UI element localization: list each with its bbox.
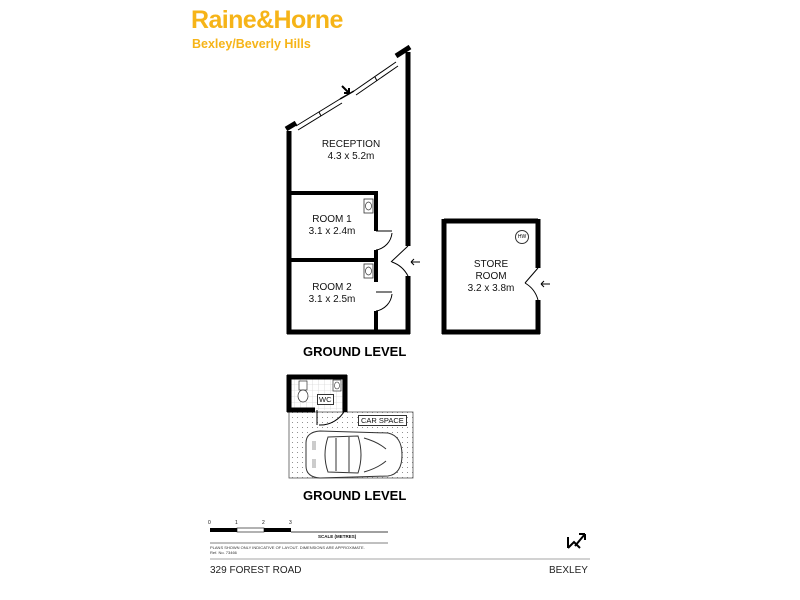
entry-arrow-icon — [341, 85, 350, 94]
room2-label: ROOM 2 3.1 x 2.5m — [296, 282, 368, 306]
wc-walls — [286, 374, 348, 413]
room2-name: ROOM 2 — [312, 282, 352, 293]
room1-name: ROOM 1 — [312, 214, 352, 225]
scale-tick-3: 3 — [289, 520, 292, 526]
basin-icon-1 — [363, 198, 374, 214]
entry-arrow-icon-store — [540, 280, 550, 288]
scale-bar — [210, 527, 388, 544]
store-name-line2: ROOM — [475, 271, 507, 282]
reception-label: RECEPTION 4.3 x 5.2m — [310, 139, 392, 163]
wc-basin-icon — [332, 379, 342, 392]
store-name-line1: STORE — [473, 259, 509, 270]
scale-tick-1: 1 — [235, 520, 238, 526]
disclaimer-line1: PLANS SHOWN ONLY INDICATIVE OF LAYOUT. D… — [210, 545, 365, 550]
north-arrow-icon — [567, 533, 586, 549]
toilet-icon — [297, 380, 309, 403]
reception-size: 4.3 x 5.2m — [327, 151, 375, 162]
room1-label: ROOM 1 3.1 x 2.4m — [296, 214, 368, 238]
level-title-lower: GROUND LEVEL — [303, 488, 407, 503]
store-room-door — [524, 267, 539, 301]
footer-address: 329 FOREST ROAD — [210, 565, 302, 576]
car-icon — [305, 430, 403, 479]
room1-size: 3.1 x 2.4m — [308, 226, 356, 237]
disclaimer-line2: Ref. No. 73466 — [210, 550, 237, 555]
main-entry-door — [390, 245, 409, 277]
internal-walls — [289, 191, 378, 334]
store-room-label: STORE ROOM 3.2 x 3.8m — [455, 259, 527, 295]
car-space-label: CAR SPACE — [358, 415, 407, 426]
scale-tick-0: 0 — [208, 520, 211, 526]
store-room-walls — [441, 218, 541, 335]
reception-name: RECEPTION — [321, 139, 381, 150]
scale-title: SCALE (METRES) — [318, 534, 357, 539]
store-size: 3.2 x 3.8m — [467, 283, 515, 294]
room1-door — [375, 230, 393, 251]
basin-icon-2 — [363, 263, 374, 279]
wc-door — [316, 409, 346, 426]
room2-door — [375, 291, 393, 312]
scale-tick-2: 2 — [262, 520, 265, 526]
brand-logo: Raine&Horne — [191, 6, 343, 34]
level-title-upper: GROUND LEVEL — [303, 344, 407, 359]
brand-office: Bexley/Beverly Hills — [192, 37, 311, 51]
hot-water-icon: HW — [515, 230, 529, 244]
room2-size: 3.1 x 2.5m — [308, 294, 356, 305]
main-building-walls — [284, 44, 412, 335]
wc-label: WC — [317, 394, 334, 405]
footer-suburb: BEXLEY — [549, 565, 588, 576]
entry-arrow-icon-main — [410, 258, 420, 266]
